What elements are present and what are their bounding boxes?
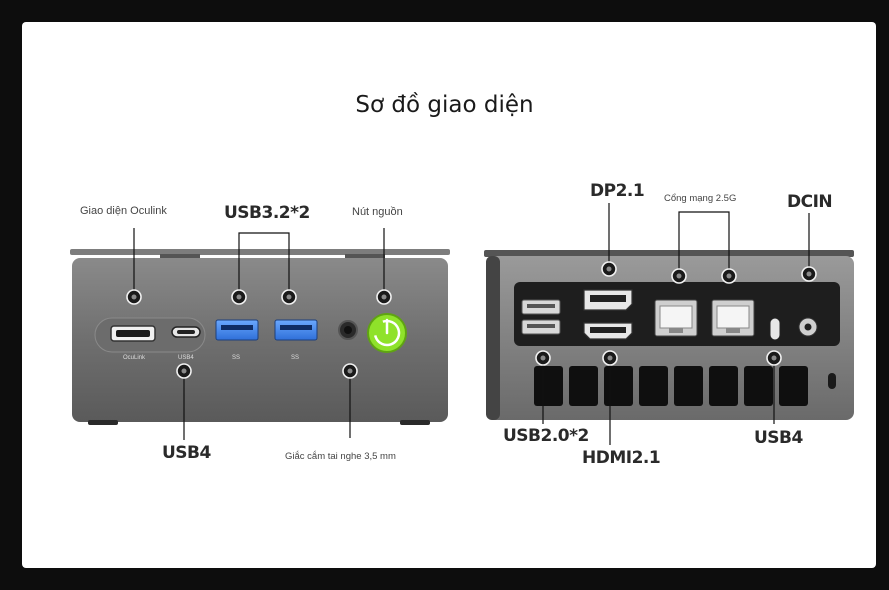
back-lid <box>484 250 854 257</box>
front-lid <box>70 249 450 255</box>
usb32-port-text-2: SS <box>291 355 300 361</box>
front-foot-right <box>400 420 430 425</box>
power-button-label: Nút nguồn <box>352 206 403 218</box>
dcin-label: DCIN <box>787 192 833 212</box>
page-title: Sơ đồ giao diện <box>355 92 534 118</box>
dp-label: DP2.1 <box>590 181 645 201</box>
front-leaders <box>133 228 385 440</box>
oculink-label: Giao diện Oculink <box>80 205 167 217</box>
oculink-port-text: OcuLink <box>123 355 146 361</box>
back-usb4-label: USB4 <box>754 428 803 448</box>
hdmi-label: HDMI2.1 <box>582 448 661 468</box>
usb32-label: USB3.2*2 <box>224 203 310 223</box>
lan-label: Cổng mạng 2.5G <box>664 193 737 204</box>
front-usb4-label: USB4 <box>162 443 211 463</box>
front-body <box>72 258 448 422</box>
usb20-label: USB2.0*2 <box>503 426 589 446</box>
back-vents <box>534 366 808 406</box>
back-side-shade <box>486 256 500 420</box>
usb32-port-text-1: SS <box>232 355 241 361</box>
usb4-port-text: USB4 <box>178 355 194 361</box>
back-usb4-port <box>769 317 781 341</box>
front-foot-left <box>88 420 118 425</box>
back-leaders <box>542 203 810 445</box>
front-device <box>70 249 450 425</box>
back-device <box>484 250 854 420</box>
audio-jack-label: Giắc cắm tai nghe 3,5 mm <box>285 451 396 462</box>
kensington-slot <box>828 373 836 389</box>
